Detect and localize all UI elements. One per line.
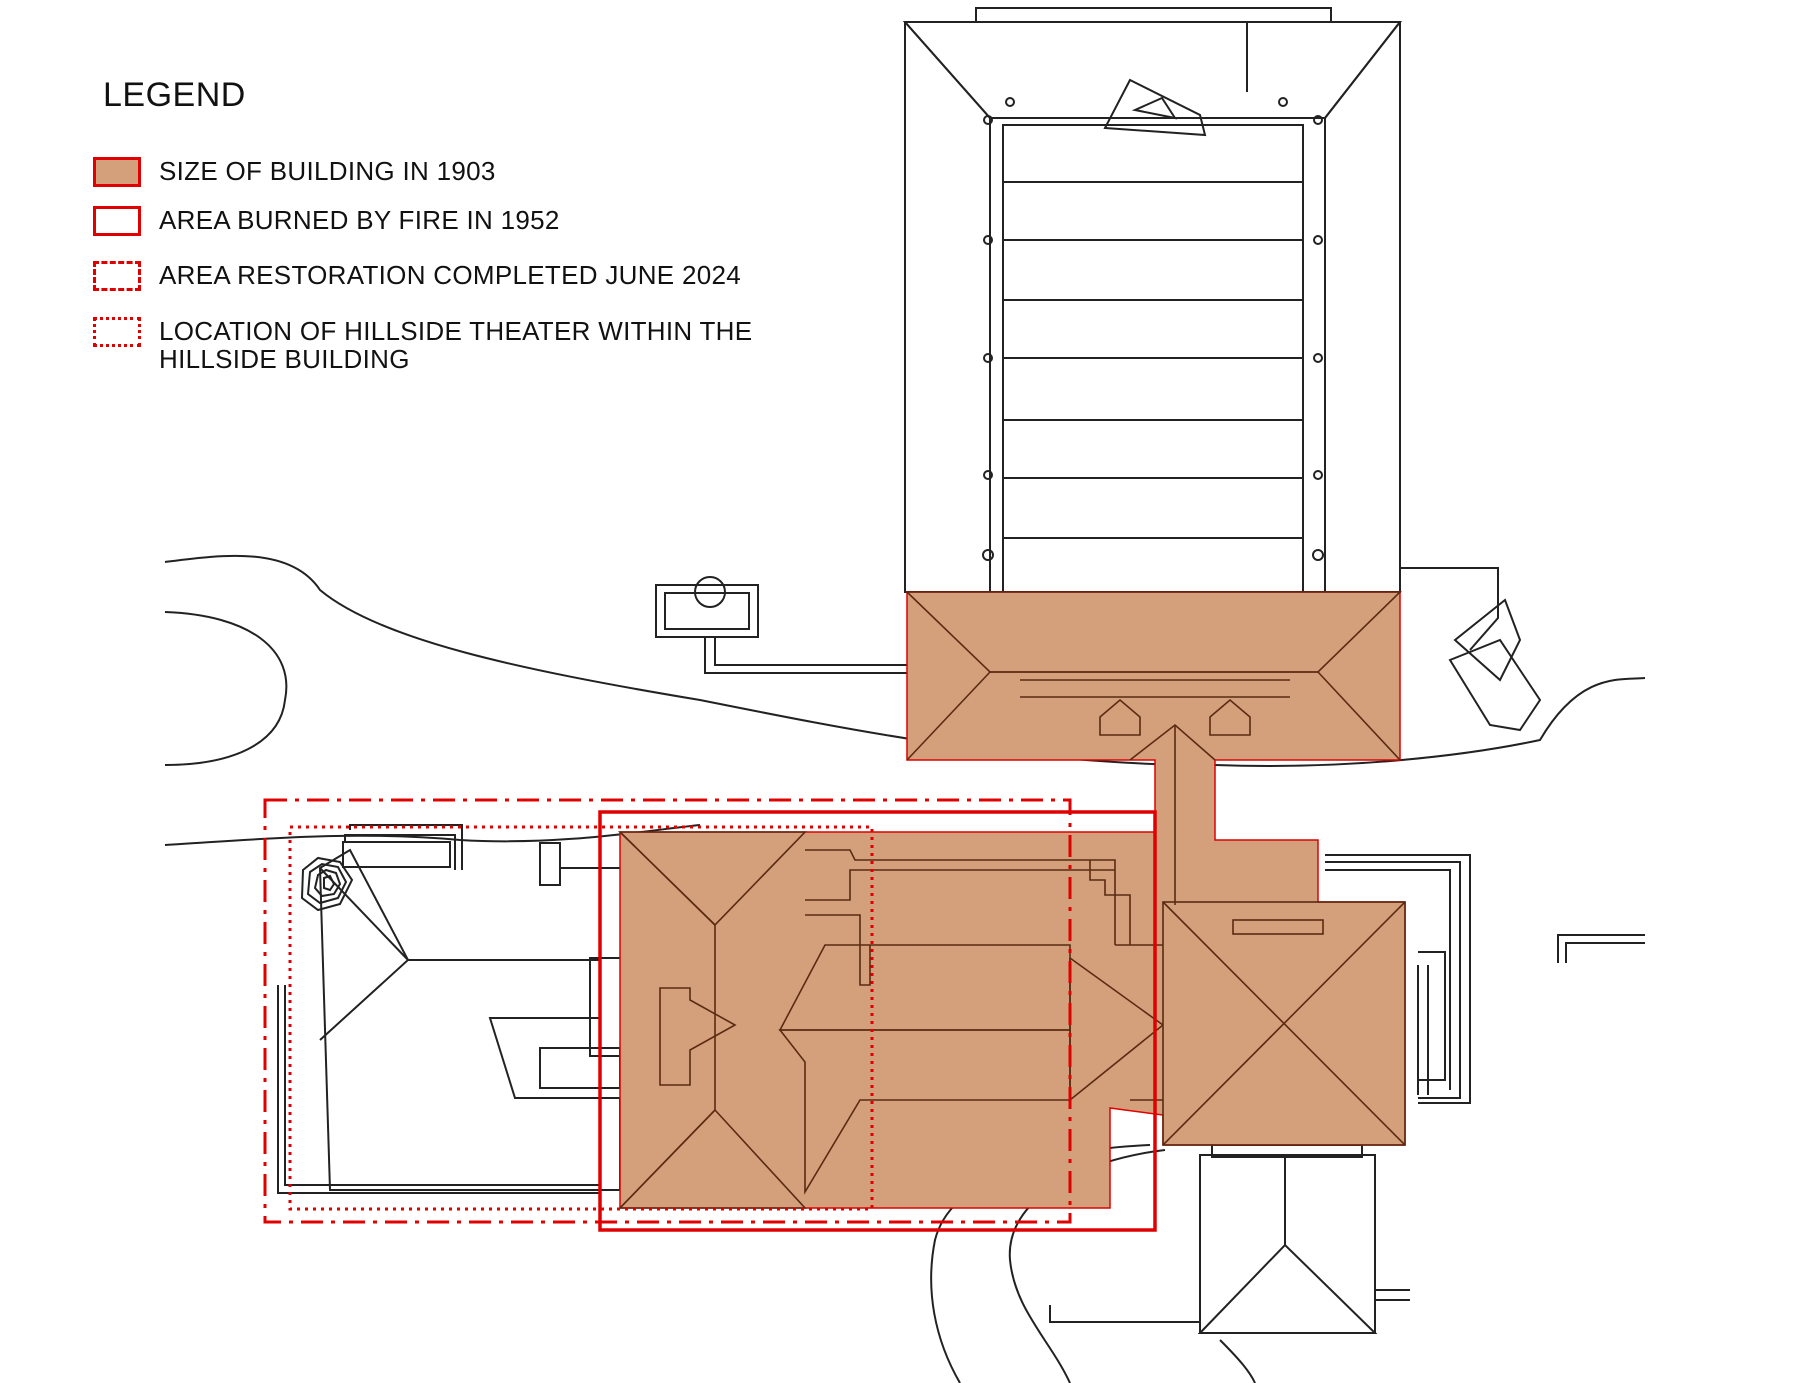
legend-item-building-1903: SIZE OF BUILDING IN 1903 [93, 157, 496, 187]
spiral-stair-icon [300, 856, 354, 912]
restoration-2024-boundary [263, 798, 1072, 1224]
legend-title: LEGEND [103, 76, 246, 114]
legend-label: SIZE OF BUILDING IN 1903 [159, 156, 496, 186]
overlay-boundaries [263, 798, 1157, 1232]
legend-label: LOCATION OF HILLSIDE THEATER WITHIN THE … [159, 316, 753, 374]
legend-swatch-solid [93, 206, 141, 236]
legend-swatch-dashed [93, 261, 141, 291]
legend-item-burned-1952: AREA BURNED BY FIRE IN 1952 [93, 206, 560, 236]
legend-item-hillside-theater: LOCATION OF HILLSIDE THEATER WITHIN THE … [93, 317, 759, 373]
legend-swatch-filled [93, 157, 141, 187]
site-linework [164, 7, 1646, 1383]
building-1903-area [619, 591, 1406, 1209]
hillside-theater-boundary [288, 825, 874, 1211]
building-1903-roof-lines [618, 591, 1406, 1209]
legend-item-restoration-2024: AREA RESTORATION COMPLETED JUNE 2024 [93, 261, 741, 291]
legend-label: AREA BURNED BY FIRE IN 1952 [159, 205, 560, 235]
fire-1952-boundary [598, 810, 1157, 1232]
legend-swatch-dotted [93, 317, 141, 347]
legend-label: AREA RESTORATION COMPLETED JUNE 2024 [159, 260, 741, 290]
